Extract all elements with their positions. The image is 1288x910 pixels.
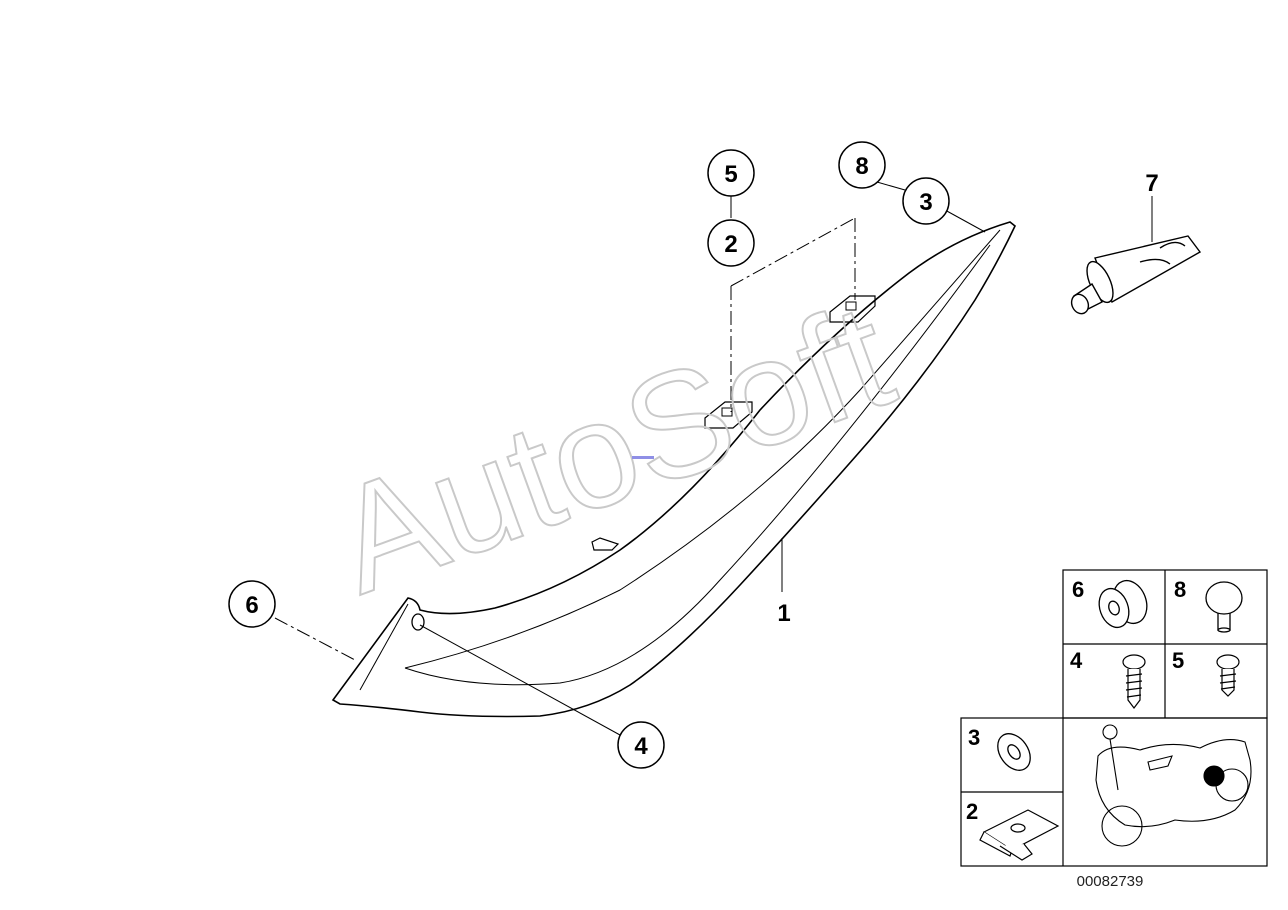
callout-2-label: 2 — [724, 231, 737, 258]
legend-6-label: 6 — [1072, 577, 1084, 602]
legend-grid — [960, 569, 1268, 867]
callout-6-label: 6 — [245, 592, 258, 619]
screw-icon — [1122, 654, 1146, 709]
callout-3-label: 3 — [919, 189, 932, 216]
callout-4-label: 4 — [634, 733, 648, 760]
callout-5-label: 5 — [724, 161, 737, 188]
legend-3-label: 3 — [968, 725, 980, 750]
legend-cell-3: 3 — [968, 725, 1031, 771]
diagram-number: 00082739 — [1077, 873, 1144, 890]
blue-tick-mark — [632, 456, 654, 459]
callout-2: 2 — [707, 219, 755, 267]
washer-icon — [997, 733, 1031, 771]
legend-8-label: 8 — [1174, 577, 1186, 602]
legend-cell-5: 5 — [1172, 648, 1240, 697]
tube-icon — [1070, 235, 1202, 315]
legend-cell-8: 8 — [1174, 577, 1243, 633]
legend-2-label: 2 — [966, 799, 978, 824]
clip-rivet-icon — [1205, 581, 1243, 633]
legend-5-label: 5 — [1172, 648, 1184, 673]
callout-5: 5 — [707, 149, 755, 197]
location-marker — [1203, 765, 1225, 787]
callout-8-label: 8 — [855, 153, 868, 180]
legend-cell-4: 4 — [1070, 648, 1146, 709]
callout-7-label: 7 — [1145, 170, 1158, 197]
callout-3: 3 — [902, 177, 950, 225]
callout-6: 6 — [228, 580, 276, 628]
legend-cell-6: 6 — [1072, 577, 1148, 629]
motorcycle-location-icon — [1095, 724, 1252, 847]
part-1-cover — [331, 221, 1016, 718]
grommet-icon — [1098, 579, 1148, 629]
watermark: AutoSoft — [313, 270, 911, 625]
callout-4: 4 — [617, 721, 665, 769]
clip-nut-icon — [979, 809, 1060, 861]
callout-8: 8 — [838, 141, 886, 189]
screw-icon — [1216, 654, 1240, 697]
leader-lines — [274, 179, 1153, 736]
callout-1-label: 1 — [777, 600, 790, 627]
legend-cell-2: 2 — [966, 799, 1060, 861]
legend-4-label: 4 — [1070, 648, 1083, 673]
